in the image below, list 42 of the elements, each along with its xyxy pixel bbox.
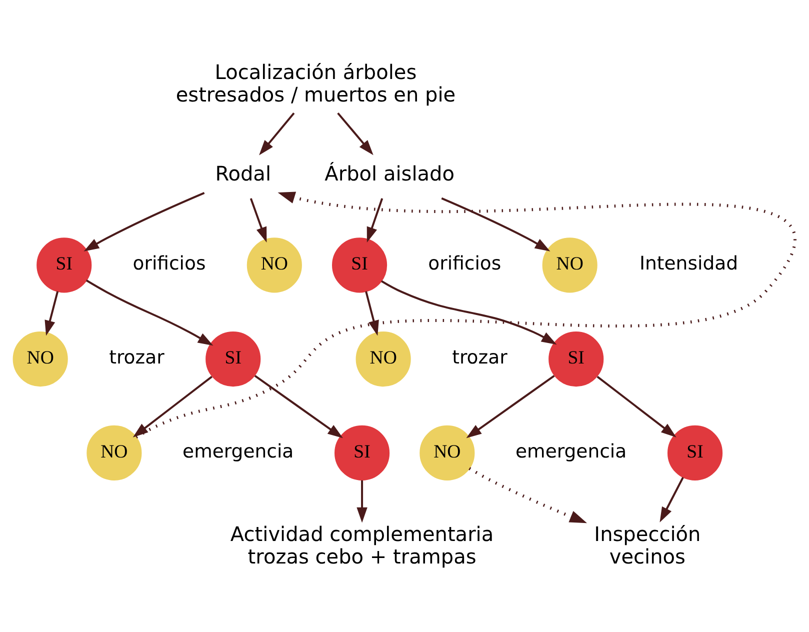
node-circle: SI — [36, 237, 92, 292]
arrow — [259, 112, 295, 155]
node-text: Árbol aislado — [324, 160, 454, 185]
arrow — [596, 375, 676, 437]
arrow — [380, 280, 557, 344]
node-text: Inspección vecinos — [594, 521, 701, 568]
label: emergencia — [182, 440, 294, 462]
node-circle: SI — [667, 424, 723, 480]
node-circle: NO — [420, 424, 475, 480]
arrow — [132, 375, 212, 437]
arrow — [466, 374, 555, 438]
node-circle: SI — [548, 331, 604, 386]
node-circle: NO — [246, 237, 302, 292]
arrow — [337, 112, 374, 155]
arrow — [44, 290, 59, 336]
arrow — [365, 290, 379, 336]
arrow — [366, 198, 384, 242]
node-text: Actividad complementaria trozas cebo + trampas — [230, 521, 494, 568]
arrow — [86, 279, 214, 346]
label: orificios — [428, 253, 502, 274]
arrow — [84, 191, 205, 251]
arrow — [441, 196, 550, 251]
node-circle: NO — [12, 331, 68, 386]
arrow — [356, 480, 368, 522]
node-circle: NO — [356, 331, 411, 386]
node-circle: SI — [332, 237, 388, 292]
label: trozar — [452, 346, 508, 368]
node-circle: NO — [542, 237, 598, 292]
node-text: Rodal — [215, 160, 272, 185]
arrow — [660, 476, 684, 522]
arrow — [254, 374, 343, 438]
label: trozar — [109, 346, 164, 368]
label: orificios — [132, 253, 206, 274]
node-circle: SI — [206, 331, 261, 386]
arrow — [468, 466, 587, 523]
arrow — [250, 198, 267, 242]
node-circle: SI — [334, 424, 390, 480]
node-text: Localización árboles estresados / muertos en pie — [176, 60, 456, 106]
arrow — [135, 191, 796, 438]
label: Intensidad — [639, 253, 738, 274]
node-circle: NO — [86, 424, 142, 480]
label: emergencia — [516, 440, 627, 462]
